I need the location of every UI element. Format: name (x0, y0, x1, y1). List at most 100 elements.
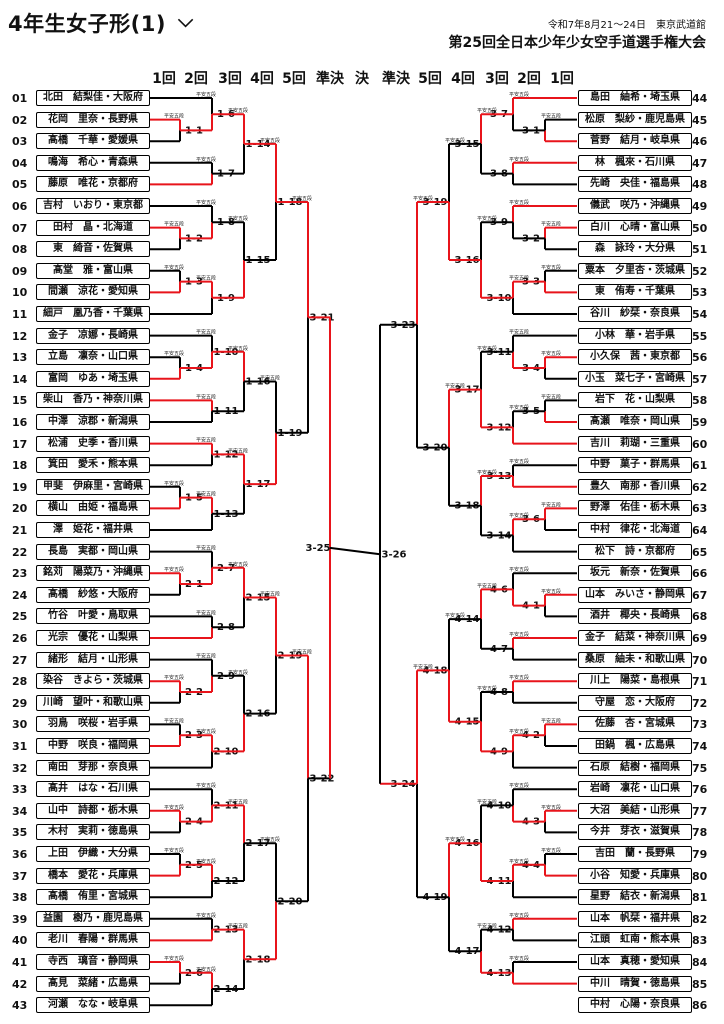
entry-name-box[interactable]: 松下 詩・京都府 (578, 543, 692, 560)
entry-number: 56 (692, 351, 708, 365)
entry-name-box[interactable]: 中澤 涼郡・新潟県 (36, 414, 150, 430)
entry-name-box[interactable]: 吉川 莉瑚・三重県 (578, 435, 692, 452)
entry-name-box[interactable]: 髙橋 千華・愛媛県 (36, 133, 150, 150)
entry-name-box[interactable]: 富岡 ゆあ・埼玉県 (36, 370, 150, 387)
entry-name-box[interactable]: 金子 凉娜・長崎県 (36, 327, 150, 344)
entry-name-box[interactable]: 岩崎 凛花・山口県 (578, 781, 692, 798)
entry-name-box[interactable]: 間瀬 涼花・愛知県 (36, 284, 150, 301)
entry-name-box[interactable]: 寺西 璃音・静岡県 (36, 954, 150, 970)
entry-name-box[interactable]: 野澤 佑佳・栃木県 (578, 500, 692, 517)
entry-name-box[interactable]: 上田 伊織・大分県 (36, 846, 150, 862)
entry-name-box[interactable]: 川崎 望叶・和歌山県 (36, 694, 150, 711)
kata-label: 平安五段 (196, 329, 216, 336)
entry-name-box[interactable]: 星野 結衣・新潟県 (578, 889, 692, 906)
entry-name-box[interactable]: 柴山 香乃・神奈川県 (36, 392, 150, 409)
entry-name-box[interactable]: 髙橋 紗悠・大阪府 (36, 586, 150, 603)
entry-name-box[interactable]: 箕田 愛禾・熊本県 (36, 457, 150, 474)
entry-name-box[interactable]: 木村 実莉・徳島県 (36, 824, 150, 841)
entry-name-box[interactable]: 岩下 花・山梨県 (578, 392, 692, 409)
entry-name-box[interactable]: 花岡 里奈・長野県 (36, 111, 150, 128)
entry-name-box[interactable]: 竹谷 叶愛・鳥取県 (36, 608, 150, 625)
entry-name-box[interactable]: 河瀬 なな・岐阜県 (36, 997, 150, 1014)
entry-name-box[interactable]: 小久保 茜・東京都 (578, 349, 692, 366)
entry-name-box[interactable]: 豊久 南那・香川県 (578, 478, 692, 495)
entry-name-box[interactable]: 坂元 新奈・佐賀県 (578, 565, 692, 582)
entry-name-box[interactable]: 谷川 紗栞・奈良県 (578, 306, 692, 322)
entry-name-box[interactable]: 大沼 美結・山形県 (578, 802, 692, 819)
entry-name-box[interactable]: 林 楓來・石川県 (578, 154, 692, 171)
entry-name-box[interactable]: 先崎 央佳・福島県 (578, 176, 692, 193)
entry-name-box[interactable]: 小玉 菜七子・宮崎県 (578, 370, 692, 387)
entry-name-box[interactable]: 髙瀬 唯奈・岡山県 (578, 414, 692, 430)
entry-name-box[interactable]: 石原 結樹・福岡県 (578, 759, 692, 776)
entry-name-box[interactable]: 益園 樹乃・鹿児島県 (36, 910, 150, 927)
entry-name-box[interactable]: 立島 凛奈・山口県 (36, 349, 150, 366)
entry-number: 47 (692, 156, 708, 170)
match-label: 3-26 (381, 549, 406, 560)
entry-name-box[interactable]: 中野 菓子・群馬県 (578, 457, 692, 474)
entry-name-box[interactable]: 山本 帆栞・福井県 (578, 910, 692, 927)
entry-name-box[interactable]: 緒形 結月・山形県 (36, 651, 150, 668)
kata-label: 平安五段 (196, 858, 216, 865)
kata-label: 平安五段 (445, 137, 465, 144)
entry-name-box[interactable]: 橋本 愛花・兵庫県 (36, 867, 150, 884)
entry-name-box[interactable]: 光宗 優花・山梨県 (36, 630, 150, 646)
entry-name-box[interactable]: 江頭 虹南・熊本県 (578, 932, 692, 949)
entry-name-box[interactable]: 小谷 知愛・兵庫県 (578, 867, 692, 884)
entry-name-box[interactable]: 佐藤 杏・宮城県 (578, 716, 692, 733)
entry-name-box[interactable]: 山中 詩都・栃木県 (36, 802, 150, 819)
entry-name-box[interactable]: 金子 結菜・神奈川県 (578, 630, 692, 646)
kata-label: 平安五段 (164, 717, 184, 724)
entry-name-box[interactable]: 中野 咲良・福岡県 (36, 738, 150, 754)
entry-name-box[interactable]: 山本 真穂・愛知県 (578, 954, 692, 970)
entry-name-box[interactable]: 菅野 結月・岐阜県 (578, 133, 692, 150)
entry-name-box[interactable]: 中村 律花・北海道 (578, 522, 692, 538)
entry-name-box[interactable]: 横山 由姫・福島県 (36, 500, 150, 517)
entry-name-box[interactable]: 北田 結梨佳・大阪府 (36, 90, 150, 106)
chevron-down-icon[interactable]: ⌵ (178, 8, 194, 32)
entry-name-box[interactable]: 粟本 夕里杏・茨城県 (578, 262, 692, 279)
entry-name-box[interactable]: 澤 姫花・福井県 (36, 522, 150, 538)
entry-name-box[interactable]: 銘苅 陽菜乃・沖縄県 (36, 565, 150, 582)
entry-name-box[interactable]: 東 綺音・佐賀県 (36, 241, 150, 258)
entry-name-box[interactable]: 儀武 咲乃・沖縄県 (578, 198, 692, 214)
entry-name-box[interactable]: 酒井 椰央・長崎県 (578, 608, 692, 625)
kata-label: 平安五段 (228, 798, 248, 805)
entry-name-box[interactable]: 東 侑寿・千葉県 (578, 284, 692, 301)
entry-name-box[interactable]: 川上 陽菜・島根県 (578, 673, 692, 690)
entry-name-box[interactable]: 藤原 唯花・京都府 (36, 176, 150, 193)
entry-number: 76 (692, 783, 708, 797)
entry-name-box[interactable]: 老川 春陽・群馬県 (36, 932, 150, 949)
entry-name-box[interactable]: 松原 梨紗・鹿児島県 (578, 111, 692, 128)
entry-name-box[interactable]: 吉村 いおり・東京都 (36, 198, 150, 214)
entry-name-box[interactable]: 小林 華・岩手県 (578, 327, 692, 344)
entry-name-box[interactable]: 山本 みいさ・静岡県 (578, 586, 692, 603)
entry-name-box[interactable]: 吉田 蘭・長野県 (578, 846, 692, 862)
entry-name-box[interactable]: 今井 芽衣・滋賀県 (578, 824, 692, 841)
entry-name-box[interactable]: 羽鳥 咲桜・岩手県 (36, 716, 150, 733)
entry-number: 08 (12, 243, 28, 257)
entry-name-box[interactable]: 鳴海 希心・青森県 (36, 154, 150, 171)
entry-name-box[interactable]: 中川 晴賀・徳島県 (578, 975, 692, 992)
entry-name-box[interactable]: 田村 晶・北海道 (36, 219, 150, 236)
entry-name-box[interactable]: 細戸 凰乃香・千葉県 (36, 306, 150, 322)
entry-number: 84 (692, 956, 708, 969)
kata-label: 平安五段 (445, 383, 465, 390)
entry-name-box[interactable]: 松浦 史季・香川県 (36, 435, 150, 452)
entry-name-box[interactable]: 髙井 はな・石川県 (36, 781, 150, 798)
entry-name-box[interactable]: 桑原 紬未・和歌山県 (578, 651, 692, 668)
entry-name-box[interactable]: 中村 心陽・奈良県 (578, 997, 692, 1014)
entry-name-box[interactable]: 島田 紬希・埼玉県 (578, 90, 692, 106)
entry-name-box[interactable]: 長島 実都・岡山県 (36, 543, 150, 560)
entry-name-box[interactable]: 森 詠玲・大分県 (578, 241, 692, 258)
kata-label: 平安五段 (164, 566, 184, 573)
entry-name-box[interactable]: 染谷 きよら・茨城県 (36, 673, 150, 690)
entry-name-box[interactable]: 南田 芽那・奈良県 (36, 759, 150, 776)
entry-name-box[interactable]: 田鍋 楓・広島県 (578, 738, 692, 754)
entry-name-box[interactable]: 守屋 恋・大阪府 (578, 694, 692, 711)
entry-name-box[interactable]: 髙見 菜緒・広島県 (36, 975, 150, 992)
entry-name-box[interactable]: 髙橋 侑里・宮城県 (36, 889, 150, 906)
entry-name-box[interactable]: 白川 心晴・富山県 (578, 219, 692, 236)
entry-name-box[interactable]: 甲斐 伊麻里・宮崎県 (36, 478, 150, 495)
entry-name-box[interactable]: 髙堂 雅・富山県 (36, 262, 150, 279)
